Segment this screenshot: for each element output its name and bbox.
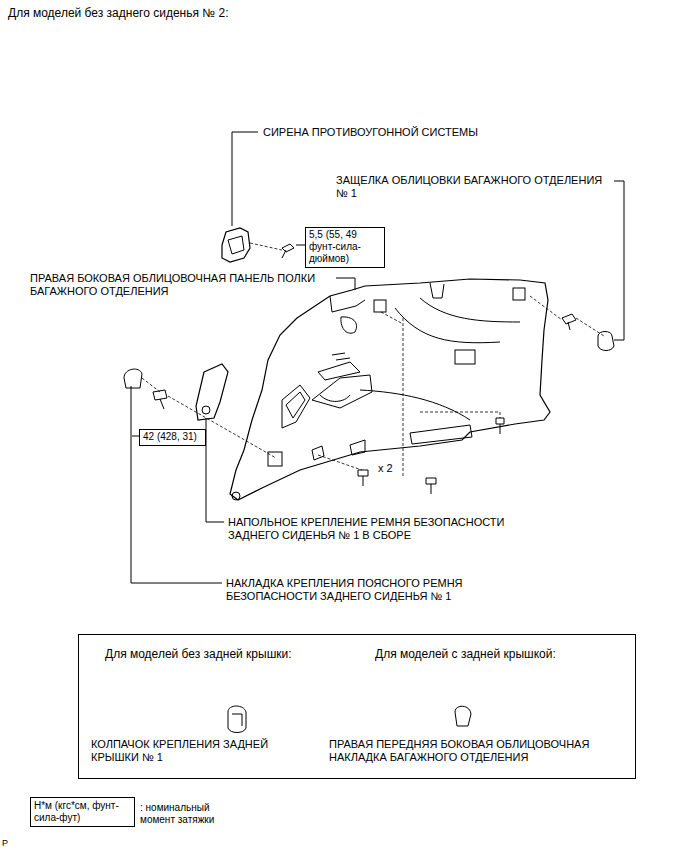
part-name: ЗАЩЕЛКА ОБЛИЦОВКИ БАГАЖНОГО ОТДЕЛЕНИЯ № … — [336, 174, 616, 200]
legend-note: : номинальный момент затяжки — [140, 802, 230, 826]
box-text: ПРАВАЯ ПЕРЕДНЯЯ БОКОВАЯ ОБЛИЦОВОЧНАЯ НАК… — [329, 738, 619, 764]
part-name: НАПОЛЬНОЕ КРЕПЛЕНИЕ РЕМНЯ БЕЗОПАСНОСТИ З… — [228, 516, 548, 542]
variant-heading: Для моделей без задней крышки: — [105, 647, 345, 661]
part-name: ПРАВАЯ БОКОВАЯ ОБЛИЦОВОЧНАЯ ПАНЕЛЬ ПОЛКИ… — [30, 272, 340, 298]
diagram-title: Для моделей без заднего сиденья № 2: — [8, 6, 229, 20]
box-text: 5,5 (55, 49 фунт-сила-дюймов) — [309, 229, 381, 265]
box-text: Н*м (кгс*см, фунт-сила-фут) — [34, 800, 132, 824]
figure-code: P — [2, 838, 8, 849]
part-name: НАКЛАДКА КРЕПЛЕНИЯ ПОЯСНОГО РЕМНЯ БЕЗОПА… — [226, 577, 546, 603]
torque-box: 5,5 (55, 49 фунт-сила-дюймов) — [305, 227, 385, 268]
part-name: СИРЕНА ПРОТИВОУГОННОЙ СИСТЕМЫ — [263, 126, 478, 139]
variant-frame: Для моделей без задней крышки: Для моделе… — [78, 634, 636, 779]
quantity-note: x 2 — [378, 462, 393, 475]
box-text: КОЛПАЧОК КРЕПЛЕНИЯ ЗАДНЕЙ КРЫШКИ № 1 — [91, 738, 311, 764]
torque-box: 42 (428, 31) — [139, 429, 206, 446]
variant-heading: Для моделей с задней крышкой: — [375, 647, 625, 661]
legend-box: Н*м (кгс*см, фунт-сила-фут) — [30, 797, 135, 827]
box-text: 42 (428, 31) — [143, 431, 203, 443]
